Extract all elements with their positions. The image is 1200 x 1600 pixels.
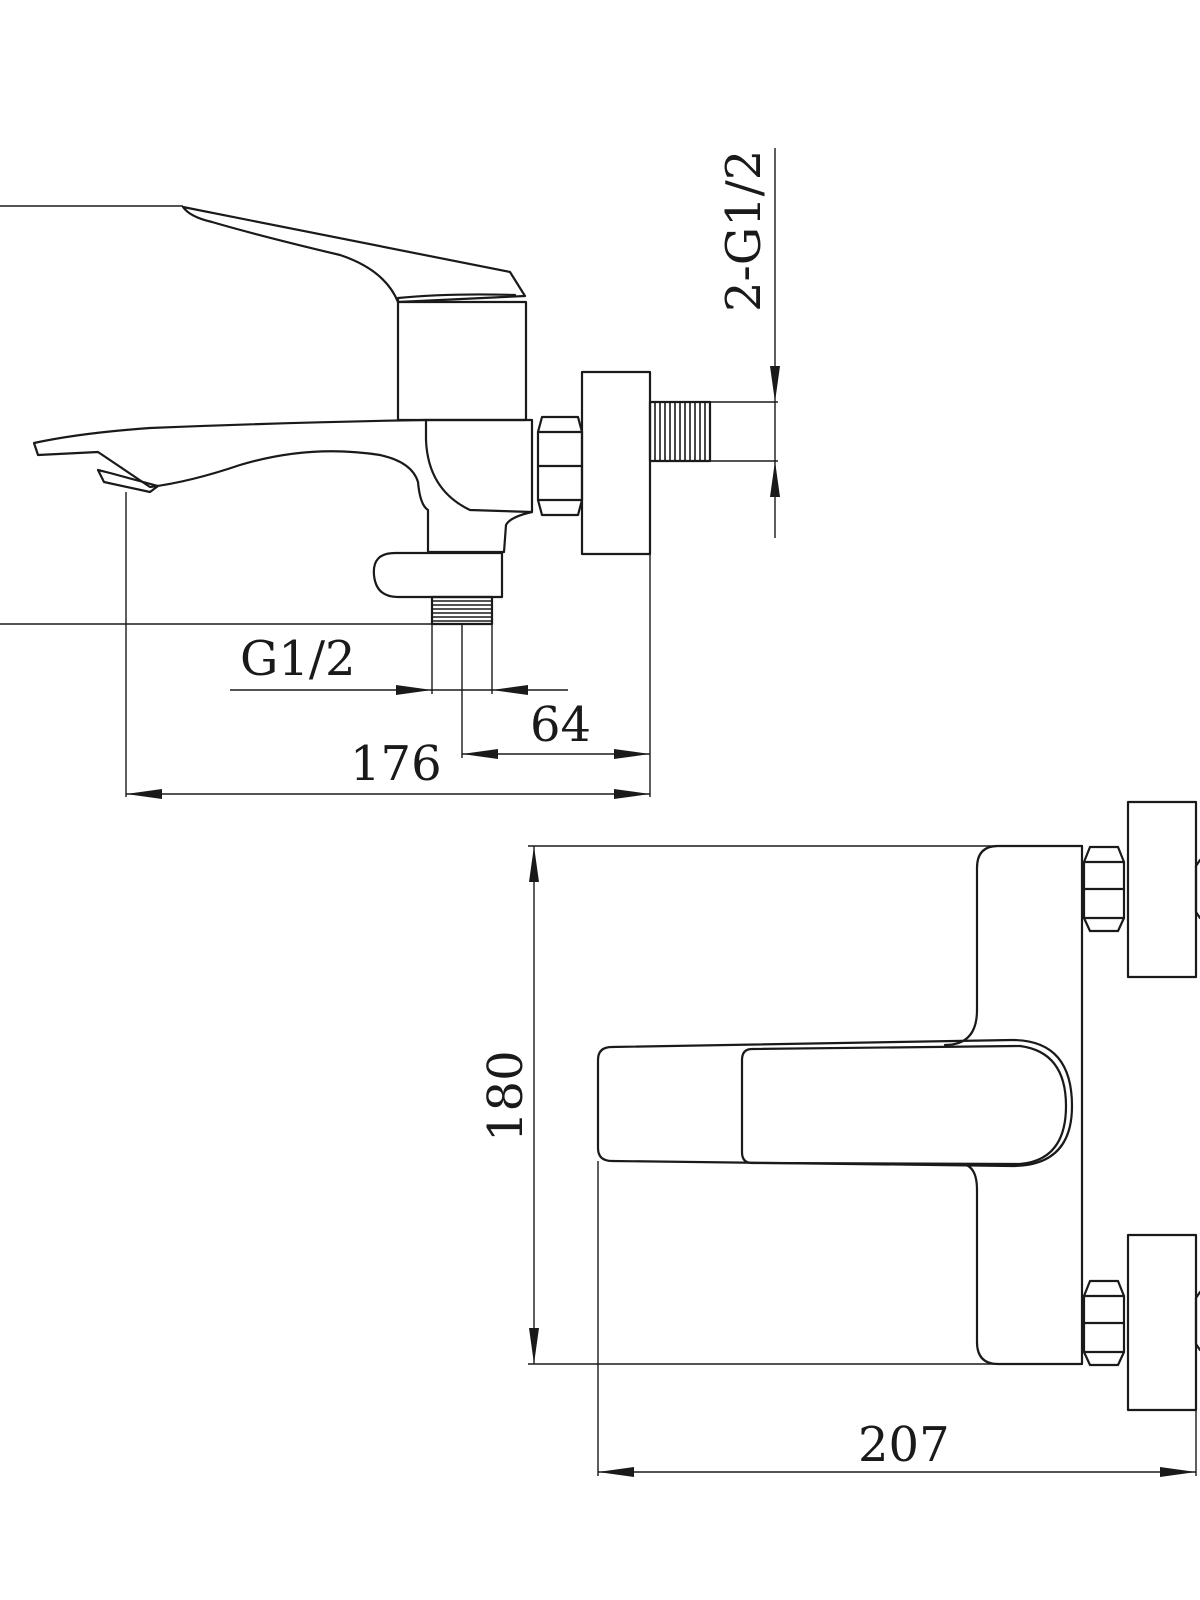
- spout-top-view: [596, 1038, 1074, 1168]
- inlet-thread: [648, 400, 778, 463]
- outlet-offset-label: 64: [530, 697, 591, 753]
- diverter-knob: [372, 551, 504, 599]
- outlet-thread-label: G1/2: [240, 631, 356, 687]
- inlet-thread-dimension: 2-G1/2: [716, 148, 780, 538]
- cartridge-body: [396, 300, 528, 422]
- front-height-label: 180: [478, 1050, 534, 1142]
- aerator: [96, 468, 160, 494]
- lever-handle: [181, 205, 527, 304]
- lower-inlet-fitting: [1082, 1233, 1200, 1412]
- outlet-thread-dimension: G1/2: [230, 624, 568, 695]
- wall-body-top: [943, 844, 1084, 1047]
- side-view: 2-G1/2 G1/2 64 176: [0, 148, 780, 799]
- spout: [32, 418, 534, 554]
- hex-nut: [536, 415, 584, 517]
- side-depth-label: 176: [350, 736, 442, 792]
- front-view: 180 207: [478, 800, 1200, 1477]
- escutcheon-flange: [580, 370, 652, 556]
- front-width-dimension: 207: [597, 1161, 1197, 1477]
- lever-top-view: [740, 1044, 1068, 1166]
- front-height-dimension: 180: [478, 845, 1082, 1365]
- upper-inlet-fitting: [1082, 800, 1200, 979]
- outlet-thread: [430, 595, 494, 626]
- spout-inner-curve: [424, 418, 534, 514]
- wall-body-lower: [958, 1162, 979, 1192]
- side-depth-dimension: 176: [125, 492, 650, 799]
- outlet-offset-dimension: 64: [461, 554, 651, 797]
- inlet-thread-label: 2-G1/2: [716, 150, 772, 312]
- front-width-label: 207: [858, 1417, 950, 1473]
- lever-handle-inner-line: [396, 293, 517, 304]
